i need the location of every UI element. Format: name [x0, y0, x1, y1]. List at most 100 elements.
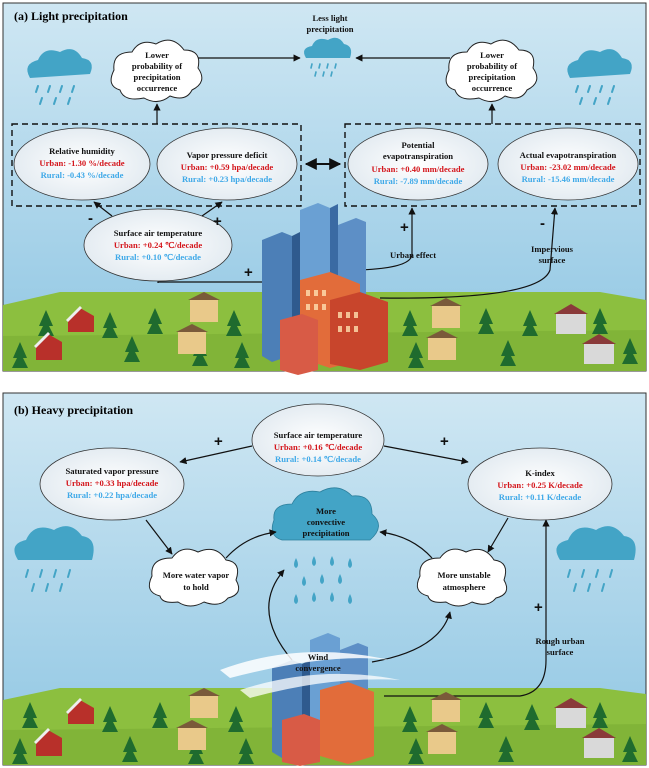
k-index-oval: K-index Urban: +0.25 K/decade Rural: +0.…	[467, 447, 613, 521]
surface-air-temperature-oval-b: Surface air temperature Urban: +0.16 ℃/d…	[251, 403, 385, 477]
wind-label-2: convergence	[295, 663, 341, 673]
svp-title: Saturated vapor pressure	[65, 466, 158, 476]
moisture-dashed-box	[11, 123, 302, 207]
arrow-sat-to-vpd	[201, 201, 223, 217]
aet-rural: Rural: -15.46 mm/decade	[522, 174, 615, 184]
kindex-rural: Rural: +0.11 K/decade	[499, 492, 582, 502]
arrow-sat-to-kindex	[383, 445, 469, 465]
arrow-sat-to-rh	[93, 201, 113, 217]
cloud-left-line-2: probability of	[132, 61, 182, 71]
convective-line-1: More	[316, 506, 336, 516]
convective-line-3: precipitation	[302, 528, 349, 538]
pet-urban: Urban: +0.40 mm/decade	[372, 164, 465, 174]
relative-humidity-oval: Relative humidity Urban: -1.30 %/decade …	[13, 127, 151, 201]
unstable-line-2: atmosphere	[443, 582, 486, 592]
less-light-cloud-icon	[304, 37, 352, 77]
pet-title-2: evapotranspiration	[383, 151, 453, 161]
unstable-line-1: More unstable	[437, 570, 490, 580]
arrow-wind-to-convective	[268, 569, 293, 661]
surface-air-temperature-oval-a: Surface air temperature Urban: +0.24 ℃/d…	[83, 208, 233, 282]
sat-b-urban: Urban: +0.16 ℃/decade	[274, 442, 362, 452]
rain-cloud-right-icon	[567, 49, 632, 105]
sat-a-title: Surface air temperature	[114, 228, 203, 238]
kindex-urban: Urban: +0.25 K/decade	[497, 480, 583, 490]
impervious-label-1: Impervious	[531, 244, 574, 254]
arrow-svp-to-water-vapor	[145, 519, 173, 555]
vapor-pressure-deficit-oval: Vapor pressure deficit Urban: +0.59 hpa/…	[156, 127, 298, 201]
sat-a-rural: Rural: +0.10 ℃/decade	[115, 252, 201, 262]
saturated-vapor-pressure-oval: Saturated vapor pressure Urban: +0.33 hp…	[39, 447, 185, 521]
panel-a: (a) Light precipitation Less light	[2, 2, 647, 375]
svp-urban: Urban: +0.33 hpa/decade	[66, 478, 159, 488]
unstable-atmosphere-cloud: More unstable atmosphere	[416, 548, 508, 607]
rain-cloud-b-left-icon	[14, 526, 94, 592]
less-light-label-1: Less light	[312, 13, 347, 23]
wind-label-1: Wind	[308, 652, 329, 662]
barns-b-icon	[34, 698, 94, 756]
wind-swoosh-icon	[220, 652, 400, 698]
arrow-urban-effect-to-pet	[359, 207, 416, 271]
cloud-left-line-3: precipitation	[133, 72, 180, 82]
line-city-to-sat	[157, 281, 272, 283]
impervious-label-2: surface	[539, 255, 566, 265]
sat-b-title: Surface air temperature	[274, 430, 363, 440]
convective-line-2: convective	[307, 517, 345, 527]
sign-sat-kindex: +	[440, 433, 449, 450]
arrow-rough-surface-to-kindex	[384, 519, 550, 697]
cloud-left-line-1: Lower	[145, 50, 169, 60]
sign-impervious: -	[540, 215, 545, 232]
urban-effect-label: Urban effect	[390, 250, 436, 260]
rough-label-1: Rough urban	[536, 636, 585, 646]
arrow-sat-to-svp	[179, 445, 253, 465]
sign-sat-rh: -	[88, 210, 93, 227]
evapotranspiration-dashed-box	[344, 123, 641, 207]
sat-b-rural: Rural: +0.14 ℃/decade	[275, 454, 361, 464]
sign-urban-effect: +	[400, 219, 409, 236]
less-light-label-2: precipitation	[306, 24, 353, 34]
barns-a-icon	[34, 306, 94, 360]
pet-title-1: Potential	[402, 140, 436, 150]
houses-b-icon	[176, 688, 616, 758]
water-vapor-line-2: to hold	[183, 582, 209, 592]
lower-probability-cloud-left: Lower probability of precipitation occur…	[110, 39, 203, 102]
arrow-impervious-to-aet	[379, 207, 559, 299]
arrow-water-vapor-to-convective	[225, 529, 277, 559]
rain-cloud-b-right-icon	[556, 526, 636, 592]
kindex-title: K-index	[525, 468, 555, 478]
panel-b-title: (b) Heavy precipitation	[14, 403, 133, 417]
rh-rural: Rural: -0.43 %/decade	[41, 170, 124, 180]
cloud-left-line-4: occurrence	[137, 83, 178, 93]
houses-a-icon	[176, 292, 616, 364]
vpd-urban: Urban: +0.59 hpa/decade	[181, 162, 274, 172]
rh-urban: Urban: -1.30 %/decade	[39, 158, 124, 168]
convective-precipitation-cloud: More convective precipitation	[271, 487, 379, 604]
city-buildings-a-icon	[262, 203, 388, 375]
aet-urban: Urban: -23.02 mm/decade	[520, 162, 615, 172]
arrow-unstable-to-convective	[379, 529, 433, 559]
vpd-rural: Rural: +0.23 hpa/decade	[182, 174, 272, 184]
rough-label-2: surface	[547, 647, 574, 657]
rain-cloud-left-icon	[27, 49, 92, 105]
aet-title: Actual evapotranspiration	[520, 150, 617, 160]
cloud-right-line-2: probability of	[467, 61, 517, 71]
water-vapor-cloud: More water vapor to hold	[148, 548, 240, 607]
rh-title: Relative humidity	[49, 146, 115, 156]
cloud-right-line-1: Lower	[480, 50, 504, 60]
pet-rural: Rural: -7.89 mm/decade	[374, 176, 463, 186]
svp-rural: Rural: +0.22 hpa/decade	[67, 490, 157, 500]
vpd-title: Vapor pressure deficit	[187, 150, 268, 160]
panel-a-title: (a) Light precipitation	[14, 9, 128, 23]
sign-sat-vpd: +	[213, 213, 222, 230]
actual-evapotranspiration-oval: Actual evapotranspiration Urban: -23.02 …	[497, 127, 639, 201]
sign-rough-surface: +	[534, 599, 543, 616]
sign-city-sat: +	[244, 264, 253, 281]
arrow-kindex-to-unstable	[487, 517, 509, 553]
lower-probability-cloud-right: Lower probability of precipitation occur…	[445, 39, 538, 102]
potential-evapotranspiration-oval: Potential evapotranspiration Urban: +0.4…	[347, 127, 489, 201]
trees-b-icon	[12, 702, 638, 764]
water-vapor-line-1: More water vapor	[163, 570, 230, 580]
cloud-right-line-3: precipitation	[468, 72, 515, 82]
sign-sat-svp: +	[214, 433, 223, 450]
cloud-right-line-4: occurrence	[472, 83, 513, 93]
sat-a-urban: Urban: +0.24 ℃/decade	[114, 240, 202, 250]
